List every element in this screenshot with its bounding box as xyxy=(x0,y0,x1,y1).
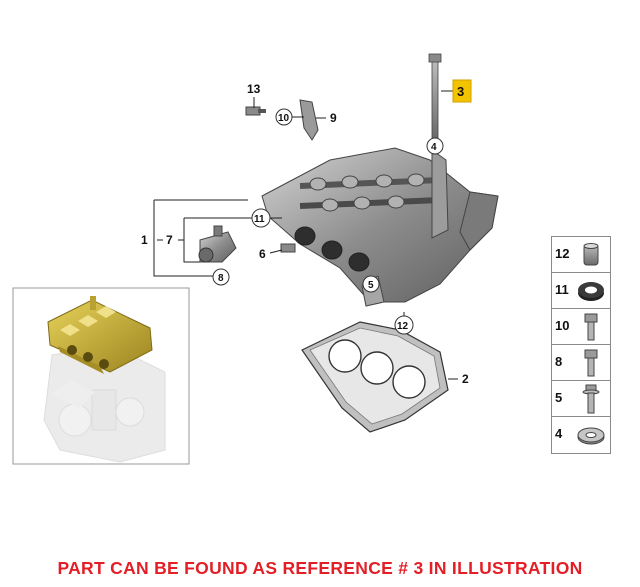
callout-2: 2 xyxy=(462,372,469,386)
callout-13: 13 xyxy=(247,82,261,96)
legend-row: 8 xyxy=(552,345,610,381)
callout-4-circle xyxy=(426,137,444,155)
callout-4: 4 xyxy=(431,142,437,153)
callout-8: 8 xyxy=(218,273,224,284)
legend-row: 11 xyxy=(552,273,610,309)
parts-legend: 12 11 10 8 5 4 xyxy=(551,236,611,454)
screw-part xyxy=(280,243,296,253)
callouts: 13 10 9 3 4 1 7 11 6 8 5 12 2 xyxy=(141,79,472,386)
callout-5-circle xyxy=(362,275,380,293)
bolt-icon xyxy=(584,313,598,341)
cylinder-head xyxy=(261,147,499,307)
oil-control-valve xyxy=(198,225,237,263)
sleeve-icon xyxy=(583,243,599,266)
legend-number: 8 xyxy=(555,354,563,369)
legend-row: 4 xyxy=(552,417,610,453)
callout-5: 5 xyxy=(368,280,374,291)
cylinder-head-bolt xyxy=(428,53,442,139)
callout-10: 10 xyxy=(278,113,290,124)
sensor-part xyxy=(245,106,266,116)
callout-11: 11 xyxy=(254,214,265,225)
callout-1: 1 xyxy=(141,233,148,247)
callout-9: 9 xyxy=(330,111,337,125)
legend-number: 5 xyxy=(555,390,563,405)
legend-number: 12 xyxy=(555,246,570,261)
footer-note: PART CAN BE FOUND AS REFERENCE # 3 IN IL… xyxy=(57,558,583,578)
callout-6: 6 xyxy=(259,247,266,261)
seal-ring-icon xyxy=(578,282,604,301)
callout-10-circle xyxy=(275,108,293,126)
inset-cylinder-head xyxy=(47,296,153,374)
legend-row: 12 xyxy=(552,237,610,273)
bolt-icon xyxy=(584,349,598,377)
inset-engine-view xyxy=(12,287,190,465)
callout-7: 7 xyxy=(166,233,173,247)
legend-number: 11 xyxy=(555,282,569,297)
legend-row: 10 xyxy=(552,309,610,345)
callout-11-circle xyxy=(251,208,271,228)
legend-row: 5 xyxy=(552,381,610,417)
washer-icon xyxy=(577,427,605,445)
head-gasket xyxy=(301,321,449,433)
callout-8-circle xyxy=(212,268,230,286)
callout-3: 3 xyxy=(457,84,464,99)
legend-number: 4 xyxy=(555,426,563,441)
legend-number: 10 xyxy=(555,318,570,333)
callout-12-circle xyxy=(394,315,414,335)
bracket-part xyxy=(299,99,319,141)
callout-3-highlight xyxy=(452,79,472,103)
flange-bolt-icon xyxy=(582,384,600,414)
callout-12: 12 xyxy=(397,321,409,332)
